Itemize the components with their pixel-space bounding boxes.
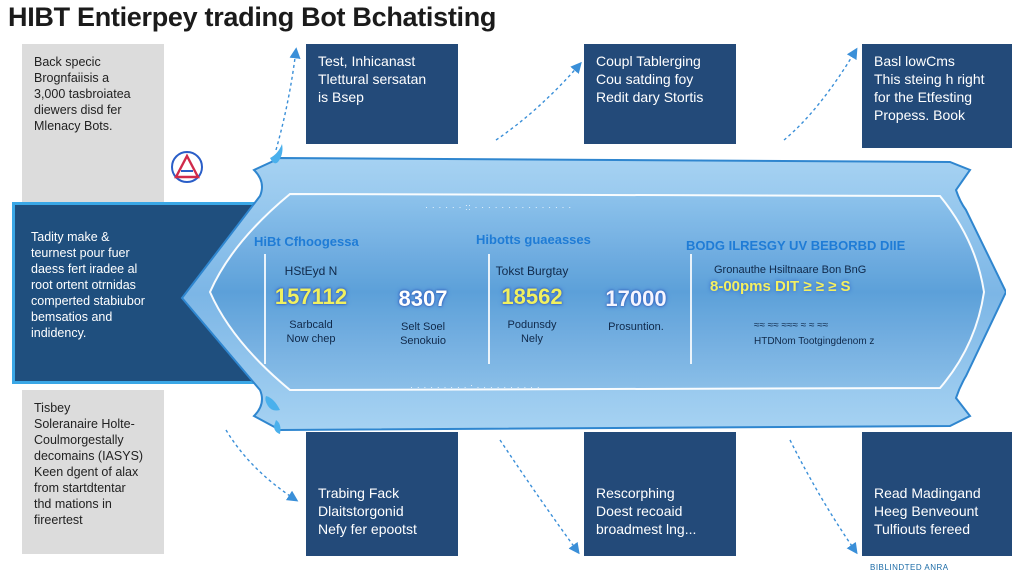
- column-line: Dlaitstorgonid: [318, 503, 404, 519]
- note-line: Keen dgent of alax: [34, 465, 139, 479]
- banner-right-notes: ≈≈ ≈≈ ≈≈≈ ≈ ≈ ≈≈ HTDNom Tootgingdenom z: [754, 318, 874, 350]
- stat-sub: Podunsdy: [507, 319, 557, 331]
- bottom-column-3: Read Madingand Heeg Benveount Tulfiouts …: [862, 432, 1012, 556]
- stat-value: 18562: [501, 284, 563, 309]
- banner-inner-panel: [208, 192, 986, 392]
- gray-note-bottom-left: Tisbey Soleranaire Holte- Coulmorgestall…: [22, 390, 164, 554]
- column-line: Basl lowCms: [874, 53, 955, 69]
- feature-line: root ortent otrnidas: [31, 278, 136, 292]
- stat-sub: Selt Soel: [400, 321, 446, 333]
- column-line: Nefy fer epootst: [318, 521, 417, 537]
- banner-right-value: 8-00pms DIT ≥ ≥ ≥ S: [710, 278, 851, 295]
- feature-line: daess fert iradee al: [31, 262, 138, 276]
- banner-heading-1: HiBt Cfhoogessa: [254, 234, 359, 249]
- arrow-to-bottom-column-3: [789, 439, 858, 555]
- note-line: ≈≈ ≈≈ ≈≈≈ ≈ ≈ ≈≈: [754, 320, 829, 331]
- column-line: Propess. Book: [874, 107, 966, 123]
- banner-heading-2: Hibotts guaeasses: [476, 232, 591, 247]
- stat-sub: Now chep: [286, 333, 336, 345]
- column-line: Read Madingand: [874, 485, 981, 501]
- note-line: thd mations in: [34, 497, 112, 511]
- stat-3: Tokst Burgtay 18562 Podunsdy Nely: [482, 264, 582, 346]
- arrow-to-top-column-1: [275, 47, 301, 151]
- feature-line: indidency.: [31, 326, 87, 340]
- column-line: Cou satding foy: [596, 71, 694, 87]
- top-column-1: Test, Inhicanast Tlettural sersatan is B…: [306, 44, 458, 144]
- top-column-3: Basl lowCms This steing h right for the …: [862, 44, 1012, 148]
- note-line: decomains (IASYS): [34, 449, 144, 463]
- feature-line: teurnest pour fuer: [31, 246, 130, 260]
- column-line: Doest recoaid: [596, 503, 683, 519]
- banner-right-subtitle: Gronauthe Hsiltnaare Bon BnG: [714, 264, 867, 276]
- banner-dotted-bottom: · · · · · · · · · : · · · · · · · · · ·: [410, 382, 541, 392]
- top-column-2: Coupl Tablerging Cou satding foy Redit d…: [584, 44, 736, 144]
- column-line: Heeg Benveount: [874, 503, 979, 519]
- banner-divider: [264, 254, 266, 364]
- banner-divider: [488, 254, 490, 364]
- stat-sub: Senokuio: [400, 335, 446, 347]
- banner-heading-3: BODG ILRESGY UV BEBORBD DIIE: [686, 238, 906, 253]
- note-line: Soleranaire Holte-: [34, 417, 135, 431]
- stat-2: 8307 Selt Soel Senokuio: [378, 280, 468, 348]
- column-line: This steing h right: [874, 71, 985, 87]
- note-line: HTDNom Tootgingdenom z: [754, 336, 875, 347]
- stat-4: 17000 Prosuntion.: [588, 280, 684, 334]
- note-line: diewers disd fer: [34, 103, 122, 117]
- stat-label: Tokst Burgtay: [495, 264, 569, 278]
- column-line: broadmest lng...: [596, 521, 697, 537]
- arrow-to-bottom-column-1: [225, 429, 299, 502]
- column-line: Tlettural sersatan: [318, 71, 427, 87]
- page-title: HIBT Entierpey trading Bot Bchatisting: [8, 2, 497, 32]
- stat-value: 17000: [605, 286, 667, 311]
- feature-line: bemsatios and: [31, 310, 113, 324]
- note-line: Coulmorgestally: [34, 433, 124, 447]
- stat-sub: Sarbcald: [289, 319, 333, 331]
- note-line: Mlenacy Bots.: [34, 119, 113, 133]
- column-line: Test, Inhicanast: [318, 53, 416, 69]
- stat-sub: Nely: [520, 333, 543, 345]
- column-line: Trabing Fack: [318, 485, 400, 501]
- note-line: Tisbey: [34, 401, 71, 415]
- column-line: Redit dary Stortis: [596, 89, 704, 105]
- central-banner: · · · · · · :: · · · · · · · · · · · · ·…: [170, 150, 1006, 434]
- arrow-to-bottom-column-2: [499, 439, 580, 555]
- bottom-column-1: Trabing Fack Dlaitstorgonid Nefy fer epo…: [306, 432, 458, 556]
- column-line: Rescorphing: [596, 485, 675, 501]
- note-line: from startdtentar: [34, 481, 126, 495]
- note-line: 3,000 tasbroiatea: [34, 87, 131, 101]
- column-line: is Bsep: [318, 89, 364, 105]
- stat-value: 8307: [398, 286, 448, 311]
- banner-dotted-top: · · · · · · :: · · · · · · · · · · · · ·…: [425, 202, 572, 212]
- column-line: for the Etfesting: [874, 89, 973, 105]
- banner-divider: [690, 254, 692, 364]
- stat-value: 157112: [274, 284, 348, 309]
- stat-label: HStEyd N: [284, 264, 338, 278]
- note-line: Back specic: [34, 55, 101, 69]
- banner-shape: [180, 156, 1006, 432]
- stat-1: HStEyd N 157112 Sarbcald Now chep: [256, 264, 366, 346]
- gray-note-top-left: Back specic Brognfaiisis a 3,000 tasbroi…: [22, 44, 164, 202]
- bottom-column-2: Rescorphing Doest recoaid broadmest lng.…: [584, 432, 736, 556]
- column-line: Coupl Tablerging: [596, 53, 701, 69]
- arrow-to-top-column-2: [495, 61, 582, 141]
- footnote: BIBLINDTED ANRA: [870, 563, 949, 572]
- triangle-logo-icon: [171, 151, 203, 183]
- column-line: Tulfiouts fereed: [874, 521, 970, 537]
- arrow-to-top-column-3: [783, 47, 858, 141]
- note-line: fireertest: [34, 513, 83, 527]
- stat-sub: Prosuntion.: [608, 321, 664, 333]
- note-line: Brognfaiisis a: [34, 71, 110, 85]
- feature-line: comperted stabiubor: [31, 294, 145, 308]
- feature-line: Tadity make &: [31, 230, 110, 244]
